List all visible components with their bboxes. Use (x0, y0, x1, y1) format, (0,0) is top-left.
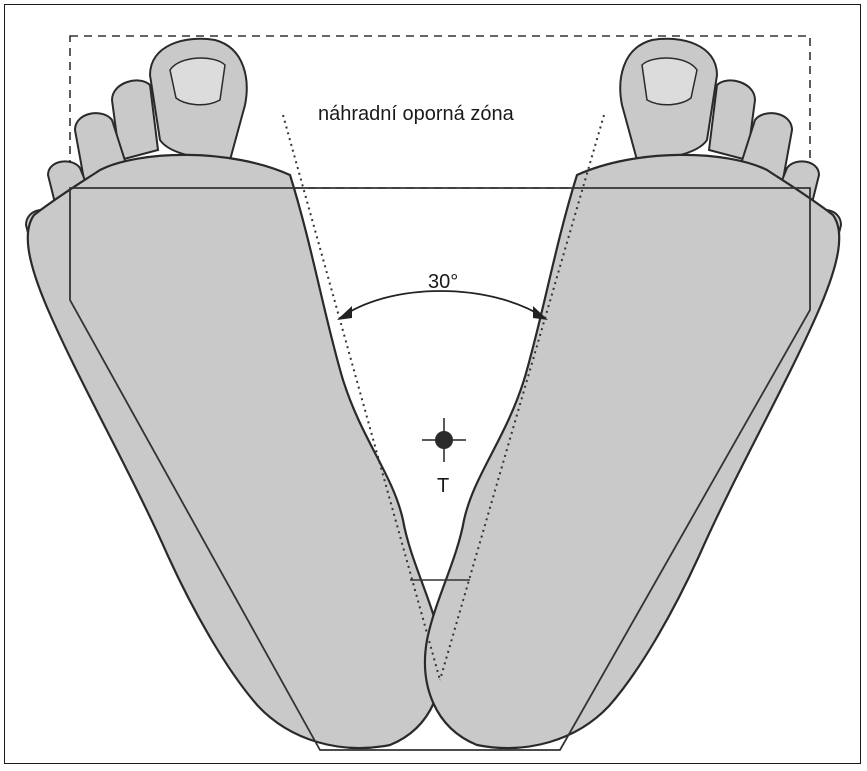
right-sole (425, 155, 839, 748)
left-sole (28, 155, 442, 748)
right-foot (425, 39, 841, 748)
center-label: T (437, 475, 449, 497)
angle-label: 30° (428, 271, 458, 293)
left-big-toenail (170, 58, 225, 105)
left-foot (26, 39, 442, 748)
replacement-zone-label: náhradní oporná zóna (318, 103, 515, 125)
right-big-toenail (642, 58, 697, 105)
crosshair-dot-icon (422, 418, 466, 462)
angle-arc (340, 291, 545, 318)
